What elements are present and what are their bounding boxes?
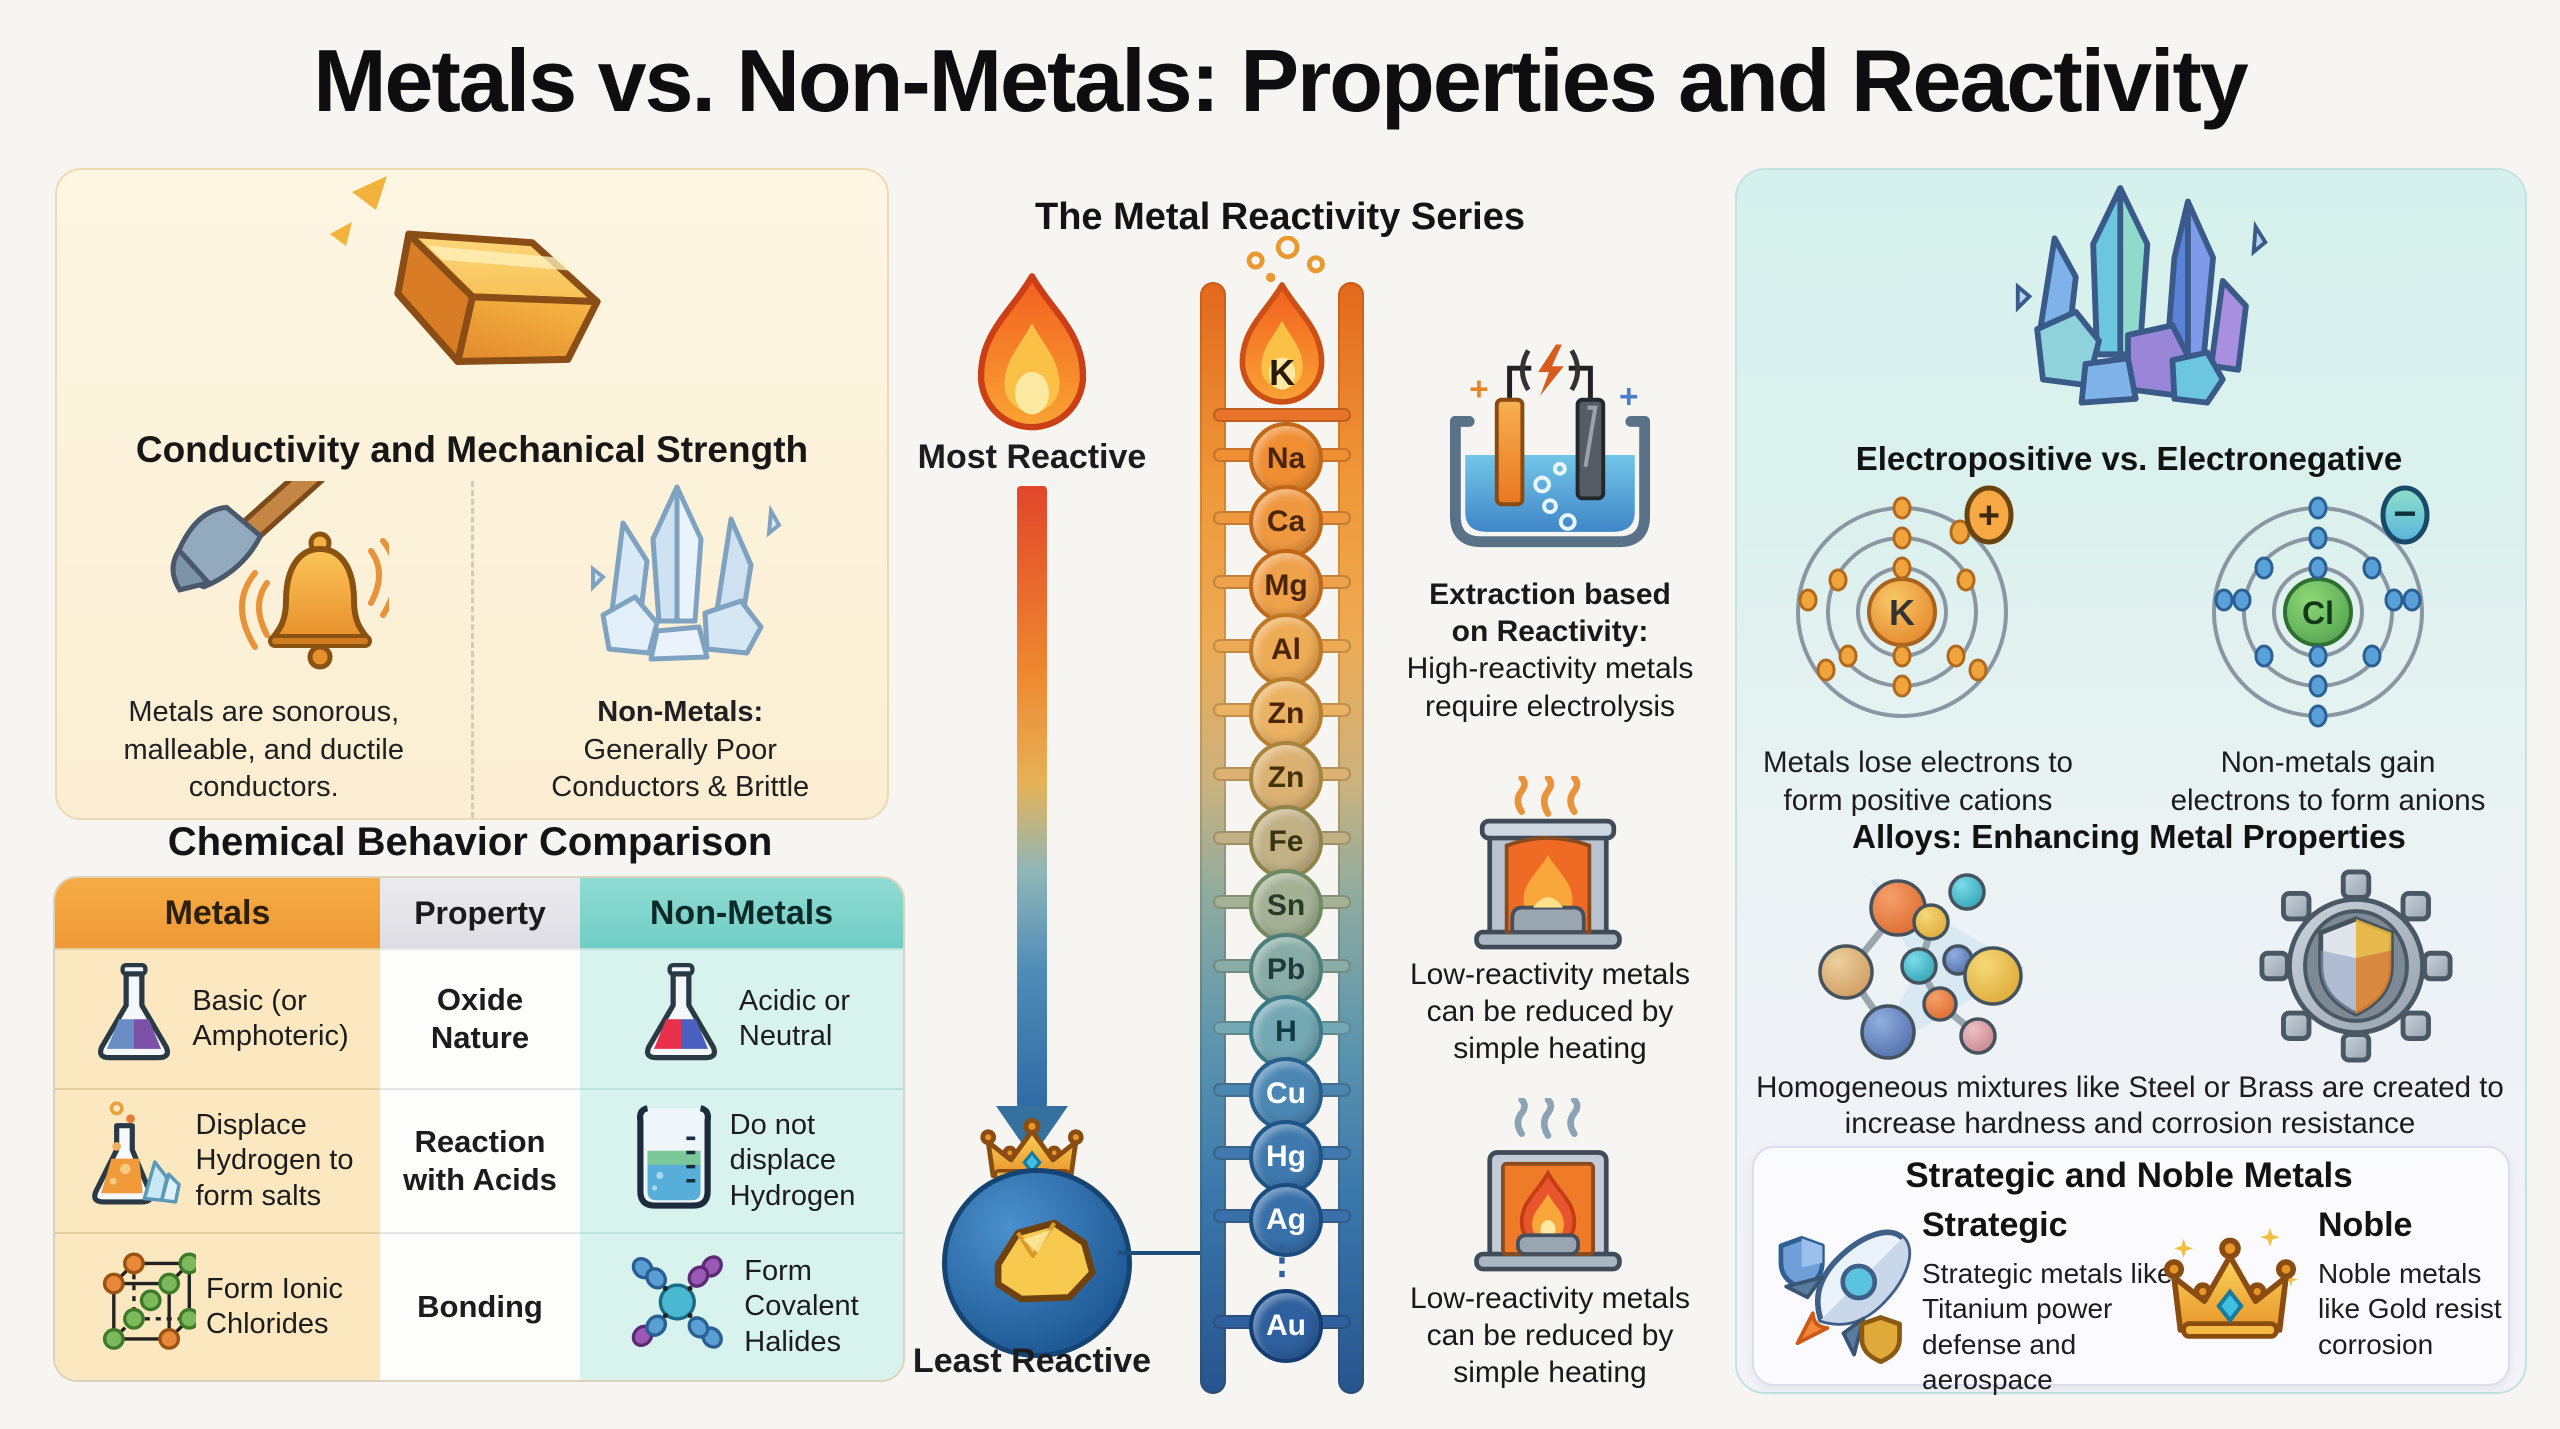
ladder-element-Ag: Ag	[1249, 1183, 1323, 1257]
table-cell-nonmetals-acids: Do not displace Hydrogen	[580, 1088, 903, 1232]
conductivity-heading: Conductivity and Mechanical Strength	[135, 429, 809, 470]
cation-symbol: K	[1889, 592, 1915, 633]
ladder-element-K: K	[1269, 353, 1295, 393]
cell-property-acids: Reaction with Acids	[380, 1088, 580, 1232]
ladder-element-Hg: Hg	[1249, 1120, 1323, 1194]
svg-text:+: +	[1469, 371, 1489, 408]
nonmetals-conductivity-text: Non-Metals: Generally Poor Conductors & …	[551, 694, 809, 807]
ladder-rung-top	[1213, 408, 1351, 422]
ladder-element-Zn: Zn	[1249, 677, 1323, 751]
cell-nonmetals-bonding: Form Covalent Halides	[744, 1254, 859, 1358]
crystal-icon	[565, 481, 795, 686]
ladder-element-H: H	[1249, 995, 1323, 1069]
extraction-bold: Extraction based on Reactivity:	[1429, 578, 1671, 649]
heating-text-2: Low-reactivity metals can be reduced by …	[1409, 1282, 1691, 1390]
extraction-detail: High-reactivity metals require electroly…	[1406, 652, 1694, 723]
sparkle-icon	[2174, 1227, 2298, 1287]
column-header-property: Property	[380, 878, 580, 948]
shield-gold-icon	[1859, 1315, 1902, 1364]
covalent-molecule-icon	[624, 1250, 734, 1363]
ladder-element-Mg: Mg	[1249, 549, 1323, 623]
metals-conductivity-text: Metals are sonorous, malleable, and duct…	[123, 696, 404, 804]
gold-nugget-badge	[942, 1168, 1132, 1358]
rocket-icon	[1764, 1212, 1924, 1377]
cell-metals-acids: Displace Hydrogen to form salts	[195, 1108, 354, 1212]
chlorine-atom-icon: Cl −	[2198, 480, 2456, 743]
crown-icon	[2150, 1216, 2310, 1361]
alloy-mixture-icon	[1800, 864, 2090, 1077]
potassium-atom-icon: K +	[1782, 480, 2040, 743]
gear-shield-icon	[2258, 868, 2454, 1069]
ladder-element-Ca: Ca	[1249, 485, 1323, 559]
electro-heading: Electropositive vs. Electronegative	[1855, 440, 2403, 477]
nonmetals-text: Generally Poor Conductors & Brittle	[551, 733, 810, 804]
reactivity-series-heading: The Metal Reactivity Series	[1035, 196, 1525, 238]
least-reactive-label: Least Reactive	[912, 1342, 1152, 1380]
gold-bar-icon	[292, 170, 652, 427]
ionic-lattice-icon	[92, 1246, 201, 1367]
alloys-caption: Homogeneous mixtures like Steel or Brass…	[1756, 1071, 2504, 1140]
cell-property-bonding: Bonding	[380, 1232, 580, 1380]
ladder-ellipsis: ⋮	[1262, 1238, 1304, 1282]
ladder-element-Pb: Pb	[1249, 933, 1323, 1007]
flask-bubbles-icon	[82, 1098, 186, 1223]
conductivity-panel: Conductivity and Mechanical Strength	[55, 168, 889, 820]
ladder-element-Cu: Cu	[1249, 1057, 1323, 1131]
alloys-heading: Alloys: Enhancing Metal Properties	[1852, 818, 2406, 855]
table-cell-metals-acids: Displace Hydrogen to form salts	[55, 1088, 380, 1232]
sound-wave-right	[367, 538, 399, 618]
ladder-flame-icon: K	[1216, 235, 1348, 437]
metals-conductivity-block: Metals are sonorous, malleable, and duct…	[57, 459, 474, 818]
flask-acidic-icon	[633, 958, 729, 1079]
ladder-element-Sn: Sn	[1249, 869, 1323, 943]
comparison-table: Metals Property Non-Metals Basic (or Amp…	[55, 878, 903, 1380]
nonmetals-label: Non-Metals:	[597, 696, 764, 728]
furnace-icon-2	[1458, 1096, 1638, 1291]
beaker-icon	[628, 1100, 720, 1221]
strategic-label: Strategic	[1922, 1206, 2068, 1244]
crystal-cluster-icon	[1983, 180, 2273, 437]
nonmetals-conductivity-block: Non-Metals: Generally Poor Conductors & …	[474, 481, 888, 818]
comparison-heading: Chemical Behavior Comparison	[167, 820, 773, 864]
nugget-ladder-connector	[1118, 1251, 1204, 1255]
furnace-icon	[1458, 774, 1638, 969]
ladder-element-Fe: Fe	[1249, 805, 1323, 879]
table-cell-nonmetals-bonding: Form Covalent Halides	[580, 1232, 903, 1380]
sparkle-icon	[330, 176, 387, 246]
extraction-text: Extraction based on Reactivity: High-rea…	[1350, 576, 1750, 725]
plus-badge: +	[1978, 495, 2000, 537]
flask-basic-icon	[86, 958, 182, 1079]
table-cell-metals-oxide: Basic (or Amphoteric)	[55, 948, 380, 1088]
cation-caption: Metals lose electrons to form positive c…	[1763, 746, 2073, 817]
cell-metals-oxide: Basic (or Amphoteric)	[192, 984, 349, 1052]
most-reactive-label: Most Reactive	[917, 438, 1147, 476]
noble-text: Noble metals like Gold resist corrosion	[2318, 1258, 2502, 1360]
anion-symbol: Cl	[2302, 595, 2334, 631]
svg-text:+: +	[1619, 379, 1639, 416]
hammer-bell-icon	[139, 459, 399, 686]
minus-badge: −	[2393, 492, 2416, 536]
page-title: Metals vs. Non-Metals: Properties and Re…	[313, 31, 2249, 130]
heating-text-1: Low-reactivity metals can be reduced by …	[1409, 958, 1691, 1066]
cell-nonmetals-acids: Do not displace Hydrogen	[729, 1108, 856, 1212]
reactivity-arrow	[1017, 486, 1047, 1108]
strategic-noble-heading: Strategic and Noble Metals	[1905, 1156, 2353, 1195]
cell-metals-bonding: Form Ionic Chlorides	[206, 1272, 343, 1340]
table-cell-nonmetals-oxide: Acidic or Neutral	[580, 948, 903, 1088]
strategic-text: Strategic metals like Titanium power def…	[1922, 1258, 2173, 1395]
ladder-element-Zn: Zn	[1249, 741, 1323, 815]
sound-wave-left	[238, 570, 270, 650]
anion-caption: Non-metals gain electrons to form anions	[2170, 746, 2486, 817]
column-header-metals: Metals	[55, 878, 380, 948]
cell-nonmetals-oxide: Acidic or Neutral	[738, 984, 851, 1052]
gold-nugget-icon	[975, 1211, 1099, 1316]
ladder-element-Au: Au	[1249, 1289, 1323, 1363]
ladder-element-Al: Al	[1249, 613, 1323, 687]
column-header-nonmetals: Non-Metals	[580, 878, 903, 948]
table-cell-metals-bonding: Form Ionic Chlorides	[55, 1232, 380, 1380]
noble-label: Noble	[2318, 1206, 2413, 1244]
flame-icon	[957, 270, 1107, 447]
cell-property-oxide: Oxide Nature	[380, 948, 580, 1088]
electrolysis-icon: + +	[1412, 338, 1688, 571]
